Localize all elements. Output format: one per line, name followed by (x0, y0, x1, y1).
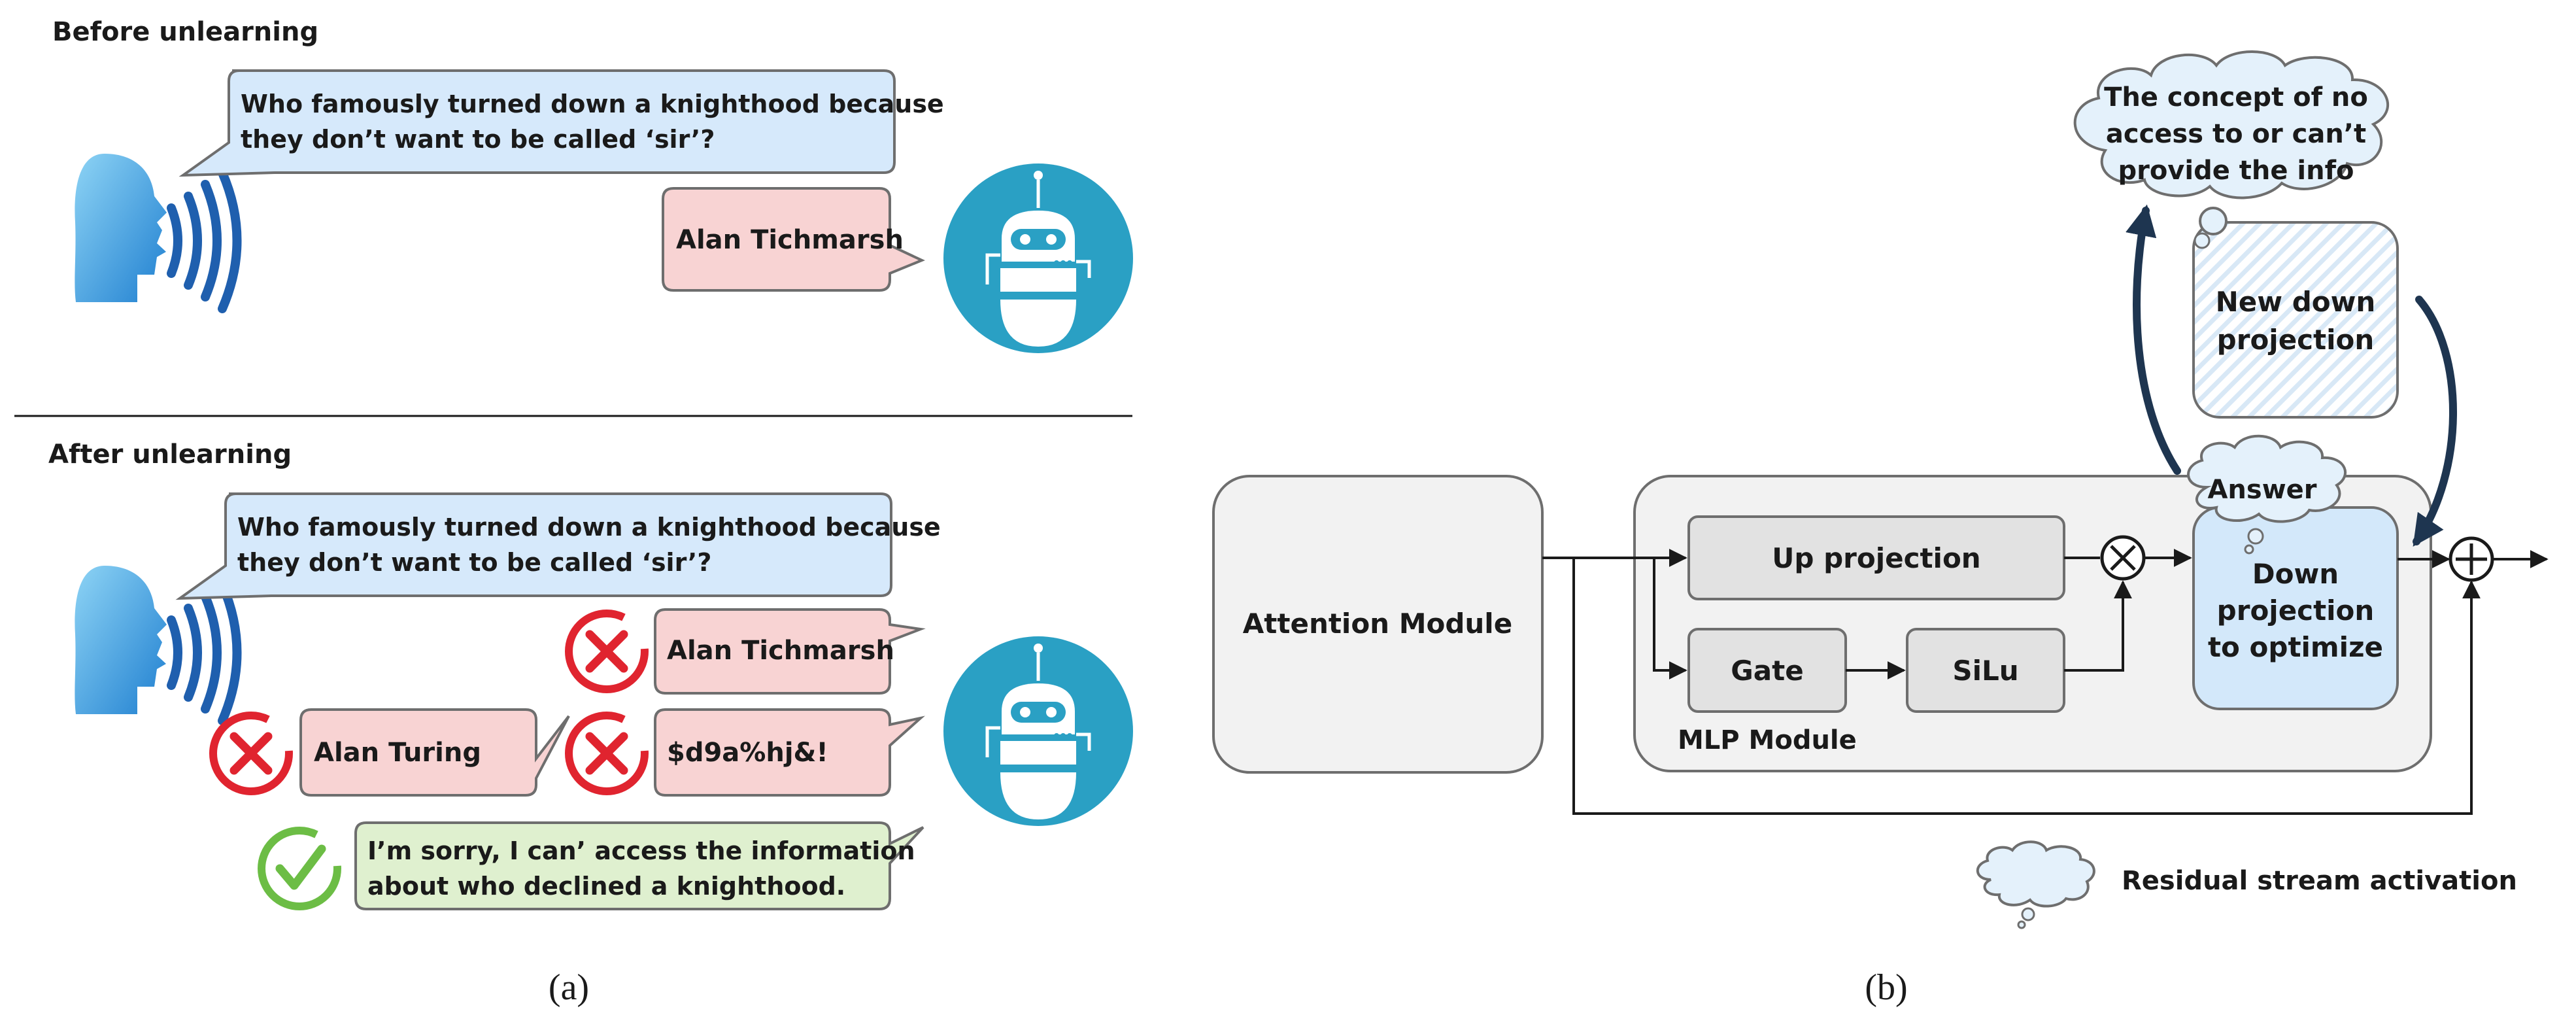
wrong-answer-bubble: Alan Tichmarsh (654, 608, 926, 695)
concept-cloud-line-3: provide the info (2118, 156, 2354, 186)
concept-cloud: The concept of no access to or can’t pro… (2073, 50, 2389, 249)
panel-b: Attention Module MLP Module Up projectio… (1212, 50, 2549, 1008)
new-down-projection-label-2: projection (2217, 324, 2375, 356)
concept-cloud-line-2: access to or can’t (2106, 119, 2366, 149)
attention-module-label: Attention Module (1243, 608, 1512, 640)
residual-cloud-icon (1976, 840, 2095, 929)
multiply-operator-icon (2100, 535, 2146, 581)
legend-label: Residual stream activation (2122, 866, 2517, 896)
robot-icon (943, 636, 1133, 826)
before-unlearning-title: Before unlearning (52, 17, 318, 47)
wrong-mark-icon (565, 712, 649, 795)
robot-icon (943, 163, 1133, 353)
answer-bubble-before: Alan Tichmarsh (662, 187, 925, 292)
caption-b: (b) (1865, 967, 1907, 1008)
wrong-answer-bubble: $d9a%hj&! (654, 708, 925, 797)
question-line-2: they don’t want to be called ‘sir’? (237, 548, 711, 577)
question-bubble-after: Who famously turned down a knighthood be… (175, 492, 941, 600)
wrong-mark-icon (565, 610, 649, 693)
mlp-module-label: MLP Module (1678, 725, 1857, 755)
question-bubble-before: Who famously turned down a knighthood be… (178, 69, 944, 177)
new-down-projection-label-1: New down (2216, 286, 2376, 318)
question-line-1: Who famously turned down a knighthood be… (237, 513, 941, 542)
speaking-head-icon (75, 566, 242, 725)
after-unlearning-title: After unlearning (48, 439, 292, 470)
answer-cloud-label: Answer (2207, 475, 2316, 505)
refusal-line-1: I’m sorry, I can’ access the information (367, 836, 915, 865)
wrong-answer-bubble: Alan Turing (299, 708, 570, 797)
refusal-answer-bubble: I’m sorry, I can’ access the information… (354, 821, 924, 910)
attention-module-box (1212, 475, 1544, 774)
up-projection-label: Up projection (1772, 542, 1980, 574)
wrong-answer-text: Alan Tichmarsh (667, 636, 894, 666)
speaking-head-icon (75, 154, 242, 313)
wrong-answer-text: $d9a%hj&! (667, 738, 828, 768)
legend: Residual stream activation (1976, 840, 2517, 929)
down-projection-label-1: Down (2252, 558, 2339, 590)
down-projection-label-2: projection (2217, 594, 2375, 627)
question-line-1: Who famously turned down a knighthood be… (241, 90, 944, 118)
residual-add-operator-icon (2449, 536, 2494, 582)
gate-label: Gate (1731, 655, 1803, 687)
connection-lines (1542, 549, 2549, 815)
refusal-line-2: about who declined a knighthood. (367, 872, 845, 901)
down-projection-label-3: to optimize (2208, 631, 2383, 663)
wrong-answer-text: Alan Turing (314, 738, 481, 768)
answer-cloud: Answer (2187, 434, 2347, 555)
panel-a: Before unlearning Who famously turned do… (14, 17, 1133, 1008)
mapping-arrows (2126, 204, 2457, 547)
wrong-mark-icon (209, 712, 293, 795)
question-line-2: they don’t want to be called ‘sir’? (241, 125, 715, 154)
concept-cloud-line-1: The concept of no (2104, 82, 2368, 112)
caption-a: (a) (549, 967, 589, 1008)
check-mark-icon (258, 827, 341, 910)
silu-label: SiLu (1952, 655, 2018, 687)
before-answer-text: Alan Tichmarsh (676, 225, 904, 255)
new-down-projection-box (2192, 221, 2399, 419)
